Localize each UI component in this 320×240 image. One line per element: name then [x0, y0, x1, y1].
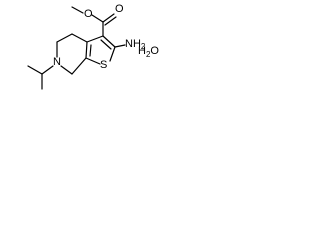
- bond-carbonyl-o-double-a: [102, 13, 115, 23]
- bond-methyl-o: [71, 6, 84, 14]
- water-oxygen: O: [150, 45, 159, 57]
- bond-c3-c2-double-a: [102, 35, 116, 48]
- bond-c4-c5: [56, 33, 73, 43]
- ester-oxygen-label: O: [84, 8, 93, 20]
- amine-subscript: 2: [141, 42, 146, 51]
- bond-c3a-c4: [71, 33, 88, 43]
- bond-c7-c7a: [71, 57, 87, 75]
- structure-diagram: O O S N NH2: [27, 3, 146, 90]
- bond-c7a-c3a-inner: [89, 44, 92, 57]
- sulfur-label: S: [100, 59, 107, 71]
- bond-n6-c7: [60, 65, 73, 75]
- bond-c3-c2-double-b: [100, 39, 112, 50]
- bond-o-carbonyl: [91, 14, 104, 23]
- amine-symbol: NH: [125, 38, 141, 50]
- bond-ch-me-up: [27, 65, 43, 75]
- bond-c7a-c3a: [85, 41, 88, 59]
- bond-c2-s: [109, 46, 116, 62]
- bond-n6-ch: [41, 65, 54, 75]
- bond-c2-nh2: [114, 44, 126, 48]
- amine-label: NH2: [125, 38, 146, 51]
- bond-s-c7a: [85, 57, 101, 65]
- bond-c3a-c3: [86, 35, 104, 43]
- water-of-hydration: H2O: [138, 46, 159, 59]
- bond-carbonyl-o-double-b: [104, 16, 117, 26]
- ring-nitrogen-label: N: [53, 56, 61, 68]
- carbonyl-oxygen-label: O: [115, 3, 124, 15]
- water-hydrogen: H: [138, 45, 146, 57]
- water-hydrogen-count: 2: [145, 50, 151, 60]
